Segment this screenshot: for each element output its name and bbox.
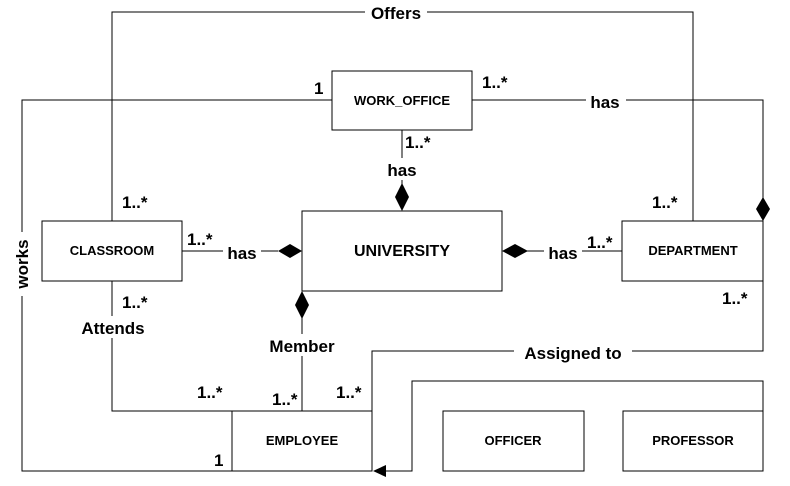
multiplicity-office-left: 1 xyxy=(314,79,323,98)
generalization-connector xyxy=(384,380,764,472)
employee-label: EMPLOYEE xyxy=(266,433,339,448)
attends-label: Attends xyxy=(81,319,144,338)
member-label: Member xyxy=(269,337,335,356)
has-office-university-label: has xyxy=(387,161,416,180)
officer-label: OFFICER xyxy=(484,433,542,448)
classroom-box[interactable]: CLASSROOM xyxy=(41,220,183,282)
multiplicity-classroom-top: 1..* xyxy=(122,193,148,212)
university-box[interactable]: UNIVERSITY xyxy=(301,210,503,292)
university-office-diamond xyxy=(395,183,409,211)
has-office-department-label: has xyxy=(590,93,619,112)
multiplicity-department-left: 1..* xyxy=(587,233,613,252)
multiplicity-employee-left-top: 1..* xyxy=(197,383,223,402)
multiplicity-classroom-right: 1..* xyxy=(187,230,213,249)
officer-box[interactable]: OFFICER xyxy=(442,410,585,472)
work-office-label: WORK_OFFICE xyxy=(354,93,450,108)
office-department-connector xyxy=(472,99,764,221)
department-label: DEPARTMENT xyxy=(648,243,737,258)
has-classroom-label: has xyxy=(227,244,256,263)
works-label: works xyxy=(13,239,32,289)
department-office-diamond xyxy=(756,197,770,221)
department-box[interactable]: DEPARTMENT xyxy=(621,220,764,282)
multiplicity-department-top: 1..* xyxy=(652,193,678,212)
university-label: UNIVERSITY xyxy=(354,243,450,260)
multiplicity-office-bottom: 1..* xyxy=(405,133,431,152)
multiplicity-employee-right-top: 1..* xyxy=(336,383,362,402)
multiplicity-office-right: 1..* xyxy=(482,73,508,92)
multiplicity-employee-bottom-left: 1 xyxy=(214,451,223,470)
generalization-arrowhead xyxy=(373,465,386,477)
assigned-to-label: Assigned to xyxy=(524,344,621,363)
professor-box[interactable]: PROFESSOR xyxy=(622,410,764,472)
university-classroom-diamond xyxy=(278,244,302,258)
has-department-label: has xyxy=(548,244,577,263)
multiplicity-department-bottom: 1..* xyxy=(722,289,748,308)
offers-label: Offers xyxy=(371,4,421,23)
professor-label: PROFESSOR xyxy=(652,433,734,448)
university-member-diamond xyxy=(295,291,309,319)
work-office-box[interactable]: WORK_OFFICE xyxy=(331,70,473,131)
employee-box[interactable]: EMPLOYEE xyxy=(231,410,373,472)
multiplicity-employee-member: 1..* xyxy=(272,390,298,409)
multiplicity-classroom-bottom: 1..* xyxy=(122,293,148,312)
university-department-diamond xyxy=(502,244,528,258)
classroom-label: CLASSROOM xyxy=(70,243,155,258)
